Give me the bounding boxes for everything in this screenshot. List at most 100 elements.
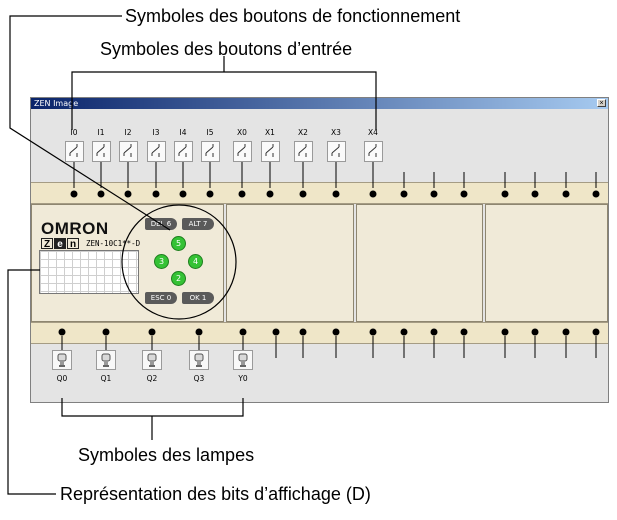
window-titlebar: ZEN Image × <box>31 98 608 109</box>
input-button[interactable] <box>119 141 138 162</box>
terminal-dots <box>58 162 600 358</box>
input-label: I3 <box>152 128 160 137</box>
lamp-icon <box>101 353 111 367</box>
ok-button[interactable]: OK 1 <box>182 292 214 304</box>
input-button[interactable] <box>65 141 84 162</box>
output-terminal-dot <box>531 328 539 336</box>
leader-line-function <box>9 15 171 231</box>
input-button[interactable] <box>261 141 280 162</box>
bracket-lamps <box>61 398 244 417</box>
switch-icon <box>178 144 187 157</box>
output-terminal-dot <box>299 328 307 336</box>
zen-logo-letter: Z <box>41 238 53 250</box>
window-title: ZEN Image <box>34 99 79 108</box>
input-label: X2 <box>298 128 308 137</box>
switch-icon <box>368 144 377 157</box>
output-terminal-dot <box>592 328 600 336</box>
input-button[interactable] <box>147 141 166 162</box>
lamp-icon <box>194 353 204 367</box>
output-terminal-dot <box>369 328 377 336</box>
expansion-module-1 <box>226 204 354 322</box>
output-lamp <box>96 350 116 370</box>
alt-button[interactable]: ALT 7 <box>182 218 214 230</box>
input-terminal-dot <box>152 190 160 198</box>
switch-icon <box>123 144 132 157</box>
input-label: I5 <box>206 128 214 137</box>
input-terminal-dot <box>400 190 408 198</box>
switch-icon <box>69 144 78 157</box>
output-terminal-dot <box>501 328 509 336</box>
output-terminal-dot <box>102 328 110 336</box>
zen-logo-letter: n <box>67 238 79 250</box>
switch-icon <box>96 144 105 157</box>
input-terminal-dot <box>179 190 187 198</box>
input-button[interactable] <box>294 141 313 162</box>
switch-icon <box>205 144 214 157</box>
input-terminal-dot <box>206 190 214 198</box>
input-label: X0 <box>237 128 247 137</box>
right-arrow-button[interactable]: 4 <box>188 254 203 269</box>
switch-icon <box>237 144 246 157</box>
switch-icon <box>331 144 340 157</box>
input-terminal-dot <box>238 190 246 198</box>
down-arrow-button[interactable]: 2 <box>171 271 186 286</box>
input-button[interactable] <box>327 141 346 162</box>
input-button[interactable] <box>201 141 220 162</box>
output-label: Q1 <box>100 374 112 383</box>
callout-display-bits: Représentation des bits d’affichage (D) <box>60 484 371 504</box>
zen-logo: Z e n <box>41 238 79 250</box>
brand-logo: OMRON <box>41 219 109 238</box>
input-button[interactable] <box>364 141 383 162</box>
output-terminal-dot <box>195 328 203 336</box>
left-arrow-button[interactable]: 3 <box>154 254 169 269</box>
input-terminal-dot <box>70 190 78 198</box>
output-lamp <box>52 350 72 370</box>
input-terminal-dot <box>124 190 132 198</box>
output-terminal-dot <box>332 328 340 336</box>
input-label: X4 <box>368 128 378 137</box>
output-terminal-dot <box>460 328 468 336</box>
input-label: I0 <box>70 128 78 137</box>
switch-icon <box>298 144 307 157</box>
output-lamp <box>233 350 253 370</box>
up-arrow-button[interactable]: 5 <box>171 236 186 251</box>
lamp-icon <box>147 353 157 367</box>
leader-line-display-bits <box>7 269 56 495</box>
output-label: Q0 <box>56 374 68 383</box>
model-number: ZEN-10C1**-D <box>86 239 141 248</box>
output-terminal-dot <box>272 328 280 336</box>
input-terminal-dot <box>369 190 377 198</box>
output-terminal-dot <box>58 328 66 336</box>
input-button[interactable] <box>233 141 252 162</box>
input-button[interactable] <box>174 141 193 162</box>
expansion-module-2 <box>356 204 483 322</box>
lcd-display-bits <box>39 250 139 294</box>
switch-icon <box>265 144 274 157</box>
output-terminal-dot <box>148 328 156 336</box>
input-label: X1 <box>265 128 275 137</box>
close-button[interactable]: × <box>597 99 606 107</box>
zen-logo-letter: e <box>54 238 66 250</box>
output-terminal-dot <box>430 328 438 336</box>
input-terminal-dot <box>531 190 539 198</box>
lamp-icon <box>238 353 248 367</box>
callout-function-buttons: Symboles des boutons de fonctionnement <box>125 6 461 26</box>
input-label: X3 <box>331 128 341 137</box>
input-label: I2 <box>124 128 132 137</box>
expansion-module-3 <box>485 204 608 322</box>
callout-lamps: Symboles des lampes <box>78 445 255 465</box>
output-label: Q2 <box>146 374 158 383</box>
input-label: I1 <box>97 128 105 137</box>
callout-input-buttons: Symboles des boutons d’entrée <box>100 39 353 59</box>
output-terminal-dot <box>562 328 570 336</box>
input-terminal-dot <box>97 190 105 198</box>
switch-icon <box>151 144 160 157</box>
output-lamp <box>189 350 209 370</box>
input-label: I4 <box>179 128 187 137</box>
lamp-icon <box>57 353 67 367</box>
input-terminal-dot <box>299 190 307 198</box>
input-button[interactable] <box>92 141 111 162</box>
function-buttons-callout-circle <box>121 204 237 320</box>
esc-button[interactable]: ESC 0 <box>145 292 177 304</box>
